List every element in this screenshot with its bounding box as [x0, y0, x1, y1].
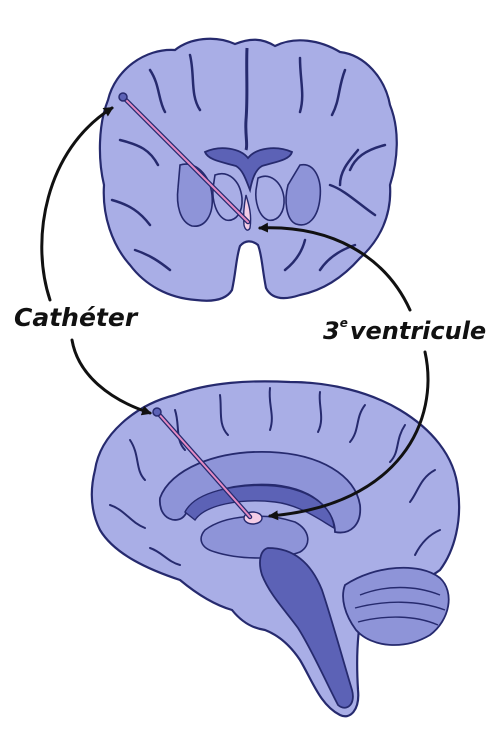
ventricle-word: ventricule	[349, 317, 487, 345]
arrow-ventricle-to-sagittal	[268, 350, 430, 521]
sagittal-brain-section	[90, 380, 461, 718]
cerebellum-folia	[354, 586, 446, 626]
right-basal-ganglia	[285, 164, 322, 226]
ventricle-number: 3	[323, 317, 340, 345]
annotation-arrows	[40, 106, 430, 521]
coronal-brain-section	[98, 37, 398, 302]
catheter-label: Cathéter	[14, 303, 138, 332]
sagittal-gyri	[109, 387, 441, 566]
arrow-catheter-to-sagittal	[70, 338, 152, 416]
right-thalamus	[255, 175, 285, 222]
arrow-ventricle-to-coronal	[258, 222, 412, 312]
sagittal-catheter	[152, 407, 253, 520]
longitudinal-fissure	[244, 47, 249, 151]
brainstem	[259, 547, 354, 709]
coronal-catheter	[118, 92, 251, 225]
arrow-catheter-to-coronal	[40, 106, 114, 302]
third-ventricle-label: 3eventricule	[323, 316, 486, 345]
ventricle-superscript: e	[339, 316, 348, 330]
lateral-ventricles	[203, 147, 294, 194]
cerebellum	[342, 566, 450, 646]
